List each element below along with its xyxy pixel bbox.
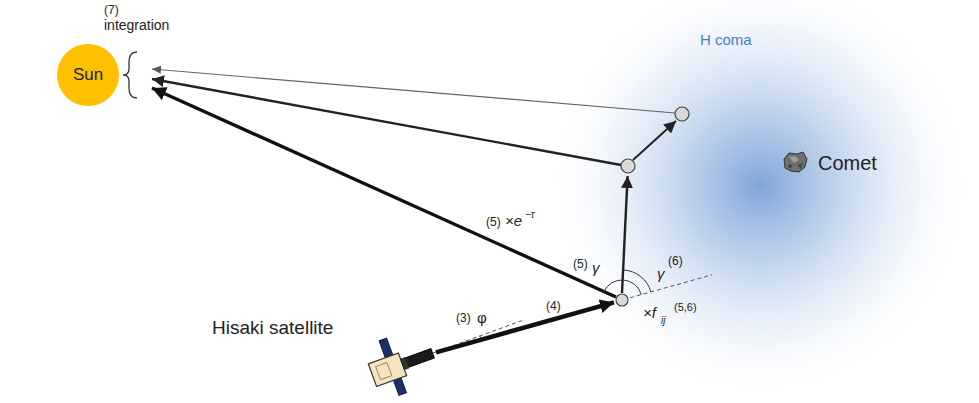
node-text: Sun [73,65,103,85]
callout-number: (5) [573,258,588,271]
callout-number: (3) [456,312,471,325]
sight-arrow [436,302,614,352]
coma-glow [545,0,975,400]
callout-number: (5) [486,216,501,229]
ray-arrow [152,69,675,113]
sun-circle: Sun [57,44,119,106]
step-label: integration [104,18,169,33]
factor-exponent: −τ [525,209,535,220]
ray-arrow [152,79,621,165]
atom-dot [616,294,628,306]
callout-number: (4) [546,300,561,313]
callout-number: (5,6) [674,301,697,313]
gamma-arc [623,270,651,292]
satellite-icon [362,325,442,401]
factor-symbol: ×e [505,213,522,230]
ray-arrow [152,88,616,297]
object-label: Hisaki satellite [212,318,333,339]
atom-dot [621,159,635,173]
region-label: H coma [700,32,752,49]
callout-number: (6) [668,255,683,268]
angle-symbol: φ [477,310,487,327]
callout-number: (7) [104,4,119,17]
gamma-arc [604,280,642,295]
factor-subscript: ij [661,315,665,326]
scatter-arrow [622,176,628,293]
scatter-arrow [633,121,676,160]
object-label: Comet [818,152,877,174]
factor-symbol: ×f [643,305,656,322]
integration-bracket [123,52,137,98]
angle-symbol: γ [592,260,600,277]
atom-dot [675,107,689,121]
angle-symbol: γ [657,266,665,283]
comet-icon [784,152,807,172]
